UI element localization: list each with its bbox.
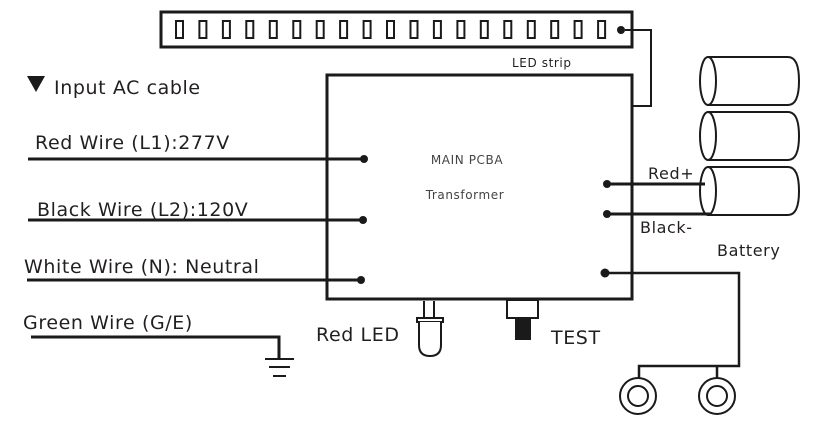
remote-head-icon — [619, 377, 657, 415]
wire-line-green — [31, 335, 281, 359]
led-strip-body — [159, 10, 634, 49]
led-cell — [456, 20, 466, 39]
wire-red-l1: Red Wire (L1):277V — [28, 132, 368, 163]
main-pcba-subtitle: Transformer — [425, 188, 505, 202]
red-led-label: Red LED — [316, 324, 400, 346]
terminal-red — [360, 155, 368, 163]
triangle-down-icon — [27, 76, 45, 92]
main-pcba-title: MAIN PCBA — [431, 153, 504, 167]
test-switch-icon[interactable] — [506, 299, 539, 340]
battery-pack — [699, 56, 801, 216]
wire-black-l2: Black Wire (L2):120V — [28, 199, 367, 224]
battery-positive-label: Red+ — [648, 164, 694, 183]
led-cell — [409, 20, 419, 39]
led-cell — [315, 20, 325, 39]
led-cell — [268, 20, 278, 39]
wire-white-n: White Wire (N): Neutral — [24, 256, 365, 284]
led-cells — [175, 20, 607, 39]
led-cell — [362, 20, 372, 39]
led-cell — [245, 20, 255, 39]
red-led-icon — [416, 301, 444, 358]
led-cell — [597, 20, 607, 39]
wire-label-black: Black Wire (L2):120V — [37, 199, 248, 221]
led-cell — [339, 20, 349, 39]
led-strip-label: LED strip — [512, 56, 572, 70]
wire-remote-heads — [605, 271, 741, 378]
ground-icon — [265, 358, 294, 377]
battery-label: Battery — [717, 241, 780, 260]
input-heading: Input AC cable — [54, 77, 201, 99]
terminal-white — [357, 276, 365, 284]
led-cell — [175, 20, 184, 39]
led-cell — [573, 20, 583, 39]
battery-negative-label: Black- — [640, 218, 693, 237]
led-cell — [198, 20, 208, 39]
wire-label-white: White Wire (N): Neutral — [24, 256, 259, 278]
led-cell — [221, 20, 231, 39]
led-cell — [550, 20, 560, 39]
led-cell — [479, 20, 489, 39]
remote-head-icon — [698, 377, 736, 415]
test-label: TEST — [550, 327, 601, 349]
led-cell — [503, 20, 513, 39]
terminal-black — [359, 216, 367, 224]
led-cell — [526, 20, 536, 39]
led-cell — [432, 20, 442, 39]
led-cell — [292, 20, 302, 39]
battery-cell — [699, 111, 801, 161]
wire-label-red: Red Wire (L1):277V — [35, 132, 230, 154]
led-strip — [159, 10, 634, 49]
battery-cell — [699, 56, 801, 106]
main-pcba-box — [325, 73, 634, 301]
battery-cell — [699, 166, 801, 216]
wire-label-green: Green Wire (G/E) — [23, 312, 193, 334]
led-strip-terminal — [617, 26, 625, 34]
wire-green-ge: Green Wire (G/E) — [23, 312, 294, 377]
led-cell — [386, 20, 395, 39]
